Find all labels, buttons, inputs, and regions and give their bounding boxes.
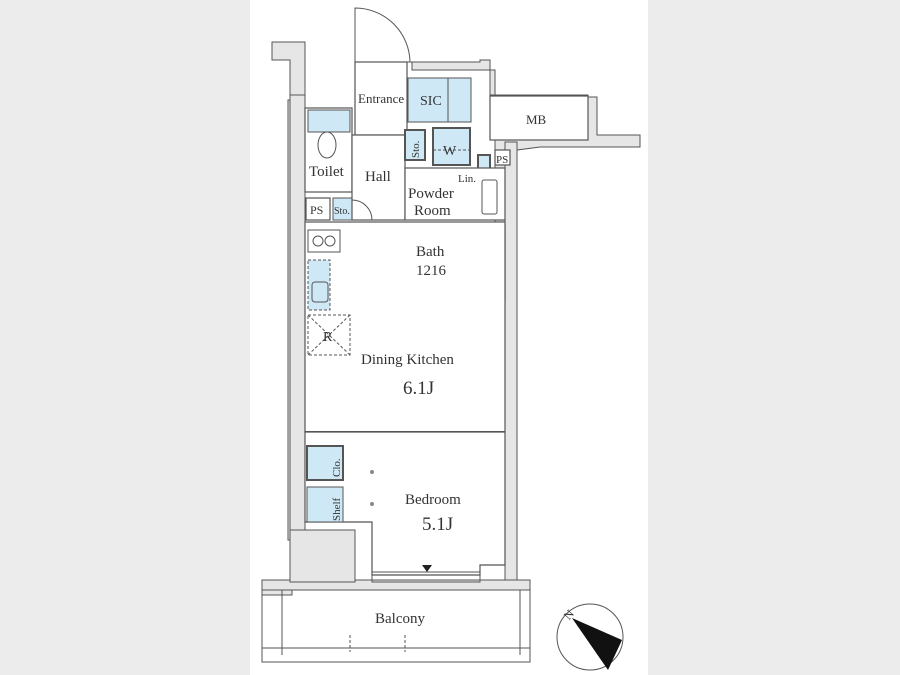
label-powder-room-1: Powder [408, 186, 454, 202]
sink [307, 259, 331, 311]
sic-closet [407, 77, 472, 123]
storage-hall [404, 129, 426, 161]
wash-basin [481, 179, 498, 215]
entry-arrow-icon [422, 565, 432, 572]
balcony [261, 589, 531, 663]
label-shelf: Shelf [331, 497, 343, 521]
label-sic: SIC [420, 94, 442, 109]
label-powder-room-2: Room [414, 203, 451, 219]
label-bath: Bath [416, 244, 445, 260]
shelf [306, 486, 344, 523]
label-toilet: Toilet [309, 164, 345, 180]
label-dining-kitchen-size: 6.1J [403, 378, 434, 399]
toilet-bowl [317, 131, 337, 159]
ps-right [494, 149, 511, 166]
compass-icon: N [556, 603, 624, 671]
ps-left [305, 197, 331, 221]
entrance-door[interactable] [354, 7, 411, 63]
label-washer: W [443, 144, 457, 159]
mb-room [489, 95, 589, 141]
label-balcony: Balcony [375, 611, 425, 627]
label-storage-left: Sto. [334, 206, 350, 217]
label-closet: Clo. [331, 458, 343, 477]
stove-icon [307, 229, 341, 253]
label-bedroom: Bedroom [405, 492, 461, 508]
label-refrigerator: R [323, 330, 333, 345]
powder-room [404, 167, 506, 221]
label-hall: Hall [365, 169, 391, 185]
closet [306, 445, 344, 481]
label-storage-hall: Sto. [410, 140, 422, 158]
label-ps-left: PS [310, 203, 323, 217]
entrance-room [354, 61, 408, 136]
label-bath-size: 1216 [416, 263, 447, 279]
label-linen: Lin. [458, 173, 476, 185]
label-bedroom-size: 5.1J [422, 514, 453, 535]
hall-door[interactable] [351, 199, 373, 221]
toilet-tank [307, 109, 351, 133]
balcony-window[interactable] [371, 571, 481, 583]
label-ps-right: PS [496, 154, 508, 166]
refrigerator-space [307, 314, 351, 356]
label-mb: MB [526, 112, 547, 127]
dining-kitchen-room [304, 221, 506, 433]
washer-space [432, 127, 471, 166]
label-entrance: Entrance [358, 91, 404, 106]
label-dining-kitchen: Dining Kitchen [361, 352, 454, 368]
